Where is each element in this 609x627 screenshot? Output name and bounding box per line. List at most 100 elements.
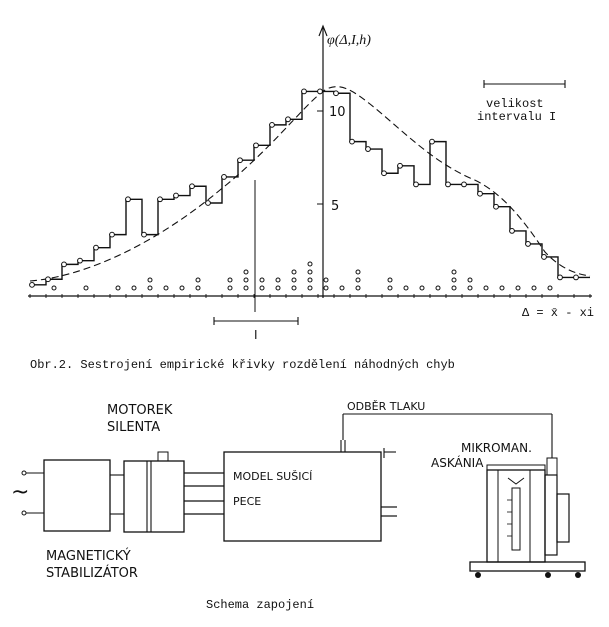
observed-error-point [323,277,329,283]
motor-box [123,460,185,533]
observed-error-point [355,277,361,283]
observed-error-point [355,285,361,291]
step-point [525,241,531,247]
observed-error-point [467,285,473,291]
step-point [285,116,291,123]
step-point [141,231,147,238]
observed-error-point [307,269,313,275]
observed-error-point [451,285,457,291]
legend-text-line1: velikost [486,97,544,111]
step-point [573,274,579,281]
y-axis-label: φ(Δ,I,h) [327,33,371,48]
step-point [125,196,131,203]
observed-error-point [147,277,153,283]
observed-error-point [259,285,265,291]
micromanometer-icon [469,457,586,578]
observed-error-point [291,285,297,291]
step-point [493,203,499,210]
figure2-caption: Schema zapojení [206,598,314,612]
observed-error-point [51,285,57,291]
kiln-label-line1: MODEL SUŠICÍ [233,470,312,483]
step-point [461,181,467,188]
observed-error-point [259,277,265,283]
observed-error-point [243,269,249,275]
observed-error-points [51,261,553,291]
smoothed-density-curve [29,86,591,282]
step-point [541,254,547,260]
manometer-label-line1: MIKROMAN. [461,441,532,455]
motor-label-line1: MOTOREK [107,403,173,418]
ac-source-icon: ~ [11,480,29,505]
step-point [509,228,515,234]
observed-error-point [515,285,521,291]
observed-error-point [483,285,489,291]
manometer-label-line2: ASKÁNIA [431,455,484,470]
step-point [269,121,275,128]
observed-error-point [419,285,425,291]
step-point [301,88,307,95]
observed-error-point [227,277,233,283]
observed-error-point [83,285,89,291]
ac-terminal-bottom [21,510,27,516]
motor-shaft [157,451,169,462]
observed-error-point [275,285,281,291]
observed-error-point [451,277,457,283]
observed-error-point [355,269,361,275]
observed-error-point [435,285,441,291]
legend-text-line2: intervalu I [477,110,556,124]
step-point [429,138,435,145]
y-tick-label-10: 10 [329,105,346,120]
step-point [221,174,227,180]
stabilizer-box [43,459,111,532]
pressure-tap-label: ODBĚR TLAKU [347,400,425,413]
wiring-schema-figure: ~ [11,400,586,612]
observed-error-point [467,277,473,283]
motor-label-line2: SILENTA [107,420,160,435]
observed-error-point [291,277,297,283]
step-point [333,90,339,97]
step-point [77,257,83,264]
step-point [109,231,115,238]
step-point [93,244,99,251]
observed-error-point [323,285,329,291]
observed-error-point [307,285,313,291]
observed-error-point [339,285,345,291]
stabilizer-label-line2: STABILIZÁTOR [46,565,138,581]
observed-error-point [531,285,537,291]
observed-error-point [147,285,153,291]
observed-error-point [115,285,121,291]
step-point [477,190,483,197]
step-point [45,276,51,283]
model-kiln-box [223,451,382,542]
step-point [317,88,323,95]
y-axis-arrow-icon [318,24,328,37]
y-tick-label-5: 5 [331,199,339,214]
step-point [365,146,371,152]
observed-error-point [195,277,201,283]
step-point [61,261,67,268]
observed-error-point [243,285,249,291]
step-point [157,196,163,203]
ac-terminal-top [21,470,27,476]
step-point [237,157,243,164]
figure1-caption: Obr.2. Sestrojení empirické křivky rozdě… [30,358,455,372]
step-point [29,281,35,288]
observed-error-point [275,277,281,283]
observed-error-point [499,285,505,291]
x-axis-ticks [29,294,591,298]
step-point [205,200,211,206]
kiln-label-line2: PECE [233,495,261,508]
interval-label: I [254,328,258,342]
observed-error-point [195,285,201,291]
observed-error-point [131,285,137,291]
step-point [381,170,387,177]
observed-error-point [403,285,409,291]
empirical-distribution-figure: 5 10 I φ(Δ,I,h) velikost intervalu I Δ =… [28,24,594,372]
observed-error-point [243,277,249,283]
observed-error-point [291,269,297,275]
observed-error-point [307,261,313,267]
observed-error-point [163,285,169,291]
step-point [173,192,179,199]
